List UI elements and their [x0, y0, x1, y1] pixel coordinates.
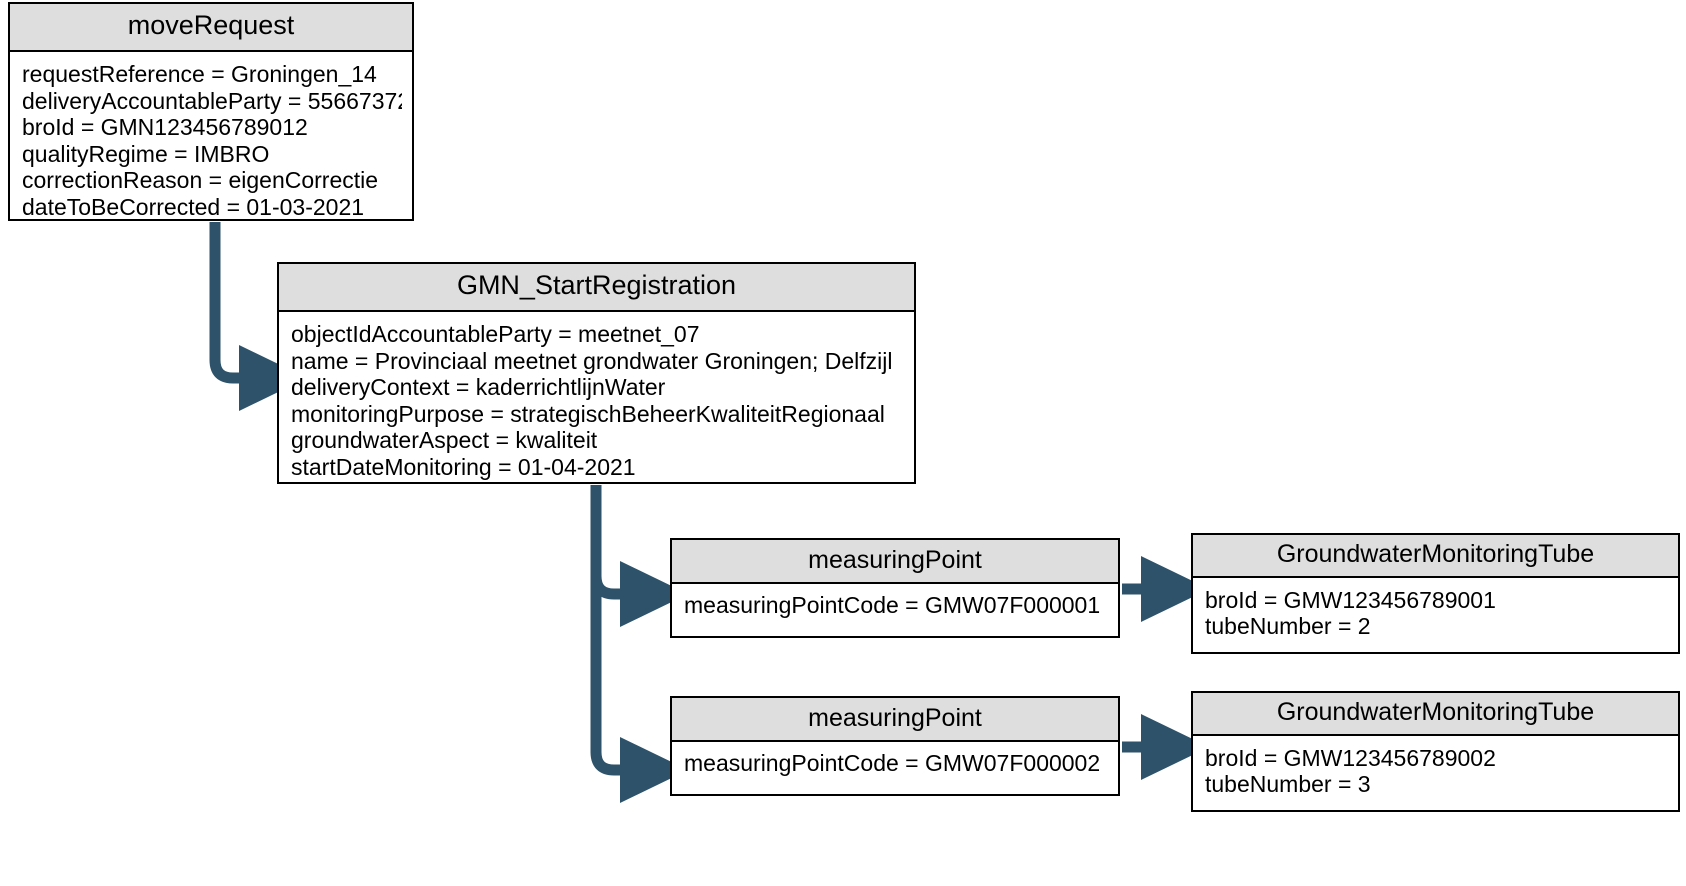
- node-measuring-point-2-title: measuringPoint: [672, 698, 1118, 742]
- attribute-row: deliveryContext = kaderrichtlijnWater: [291, 374, 666, 401]
- attribute-row: deliveryAccountableParty = 55667372: [22, 87, 402, 114]
- node-groundwater-monitoring-tube-1-attributes: broId = GMW123456789001 tubeNumber = 2: [1193, 578, 1678, 648]
- node-groundwater-monitoring-tube-2-attributes: broId = GMW123456789002 tubeNumber = 3: [1193, 736, 1678, 806]
- attribute-row: broId = GMW123456789002: [1205, 744, 1496, 771]
- attribute-row: objectIdAccountableParty = meetnet_07: [291, 321, 700, 348]
- node-measuring-point-2-attributes: measuringPointCode = GMW07F000002: [672, 742, 1118, 785]
- node-groundwater-monitoring-tube-2-title: GroundwaterMonitoringTube: [1193, 693, 1678, 736]
- node-gmn-start-registration-title: GMN_StartRegistration: [279, 264, 914, 313]
- attribute-row: startDateMonitoring = 01-04-2021: [291, 453, 636, 480]
- attribute-row: requestReference = Groningen_14: [22, 61, 377, 88]
- node-measuring-point-1-attributes: measuringPointCode = GMW07F000001: [672, 584, 1118, 627]
- node-groundwater-monitoring-tube-1-title: GroundwaterMonitoringTube: [1193, 535, 1678, 578]
- node-groundwater-monitoring-tube-1[interactable]: GroundwaterMonitoringTube broId = GMW123…: [1191, 533, 1680, 654]
- attribute-row: measuringPointCode = GMW07F000001: [684, 591, 1101, 618]
- attribute-row: monitoringPurpose = strategischBeheerKwa…: [291, 400, 885, 427]
- node-gmn-start-registration-attributes: objectIdAccountableParty = meetnet_07 na…: [279, 312, 914, 488]
- node-groundwater-monitoring-tube-2[interactable]: GroundwaterMonitoringTube broId = GMW123…: [1191, 691, 1680, 812]
- node-measuring-point-1-title: measuringPoint: [672, 540, 1118, 584]
- attribute-row: broId = GMW123456789001: [1205, 586, 1496, 613]
- attribute-row: tubeNumber = 3: [1205, 771, 1371, 798]
- attribute-row: tubeNumber = 2: [1205, 613, 1371, 640]
- node-move-request[interactable]: moveRequest requestReference = Groningen…: [8, 2, 414, 221]
- attribute-row: broId = GMN123456789012: [22, 114, 308, 141]
- connector-move-request-to-gmn-start: [209, 222, 308, 411]
- attribute-row: dateToBeCorrected = 01-03-2021: [22, 193, 365, 220]
- attribute-row: measuringPointCode = GMW07F000002: [684, 749, 1101, 776]
- attribute-row: correctionReason = eigenCorrectie: [22, 167, 379, 194]
- node-measuring-point-2[interactable]: measuringPoint measuringPointCode = GMW0…: [670, 696, 1120, 796]
- node-move-request-attributes: requestReference = Groningen_14 delivery…: [10, 52, 412, 228]
- attribute-row: qualityRegime = IMBRO: [22, 140, 270, 167]
- node-measuring-point-1[interactable]: measuringPoint measuringPointCode = GMW0…: [670, 538, 1120, 638]
- node-gmn-start-registration[interactable]: GMN_StartRegistration objectIdAccountabl…: [277, 262, 916, 484]
- attribute-row: name = Provinciaal meetnet grondwater Gr…: [291, 347, 893, 374]
- attribute-row: groundwaterAspect = kwaliteit: [291, 427, 598, 454]
- node-move-request-title: moveRequest: [10, 4, 412, 53]
- connector-gmn-start-branches: [590, 485, 689, 803]
